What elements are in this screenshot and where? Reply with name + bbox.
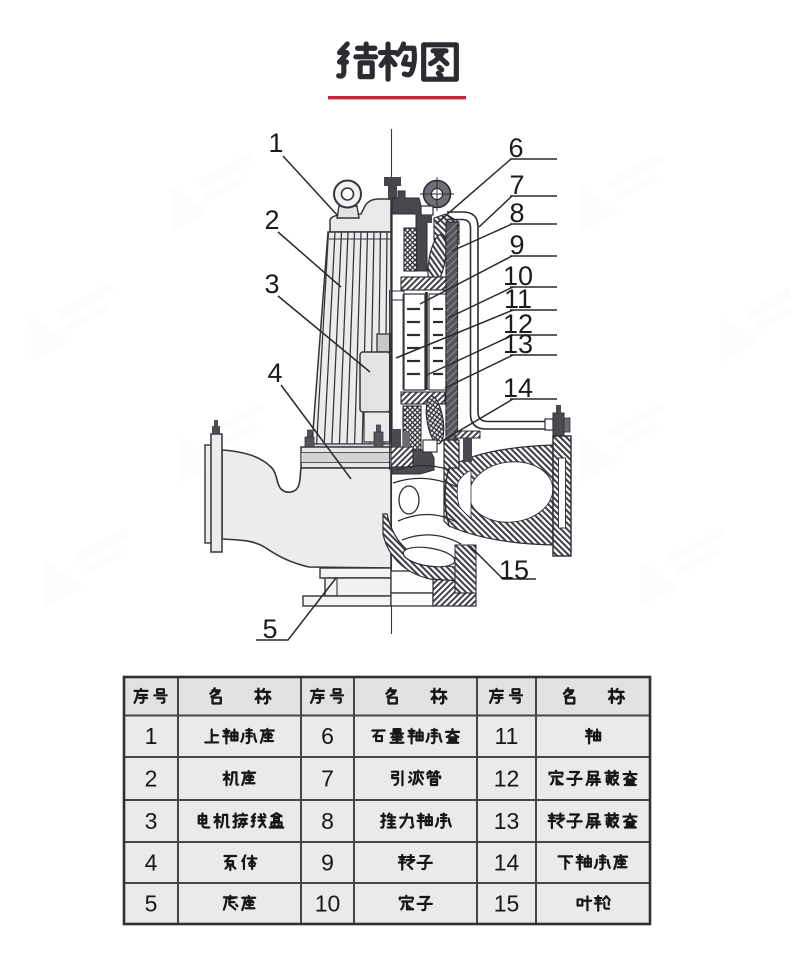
svg-text:2: 2 (145, 766, 158, 792)
svg-text:9: 9 (321, 850, 334, 876)
svg-text:6: 6 (321, 723, 334, 749)
svg-text:8: 8 (321, 808, 334, 834)
svg-text:12: 12 (503, 309, 533, 339)
svg-text:1: 1 (268, 128, 283, 158)
svg-text:7: 7 (509, 170, 524, 200)
svg-text:10: 10 (503, 261, 533, 291)
svg-text:4: 4 (267, 358, 282, 388)
svg-text:5: 5 (262, 614, 277, 644)
svg-text:6: 6 (508, 133, 523, 163)
svg-text:12: 12 (494, 766, 520, 792)
svg-text:4: 4 (145, 850, 158, 876)
svg-text:14: 14 (494, 850, 520, 876)
svg-text:1: 1 (145, 723, 158, 749)
svg-text:15: 15 (494, 891, 520, 917)
svg-text:10: 10 (315, 891, 341, 917)
svg-text:15: 15 (499, 555, 529, 585)
svg-text:3: 3 (264, 269, 279, 299)
svg-text:13: 13 (494, 808, 520, 834)
svg-text:13: 13 (503, 329, 533, 359)
svg-text:11: 11 (504, 284, 532, 314)
svg-text:8: 8 (509, 198, 524, 228)
svg-text:2: 2 (264, 205, 279, 235)
svg-text:11: 11 (495, 723, 519, 749)
svg-text:5: 5 (145, 891, 158, 917)
svg-text:9: 9 (509, 230, 524, 260)
svg-text:3: 3 (145, 808, 158, 834)
svg-text:7: 7 (321, 766, 334, 792)
svg-text:14: 14 (503, 373, 533, 403)
